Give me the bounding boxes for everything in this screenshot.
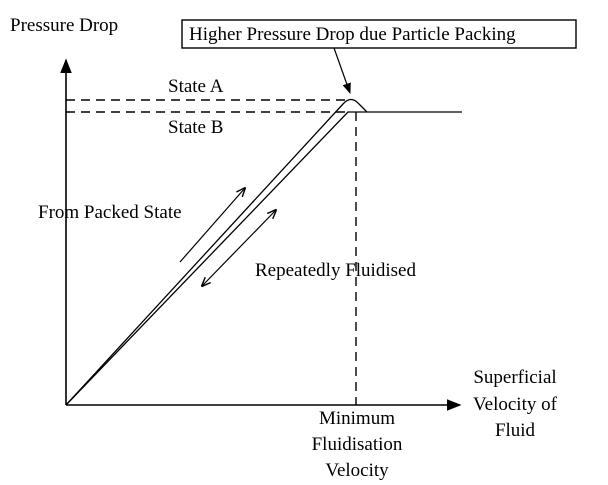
fluidised-curve xyxy=(65,111,367,406)
callout-box xyxy=(181,19,577,49)
x-axis-label-line3: Fluid xyxy=(495,420,536,441)
x-axis-label-line2: Velocity of xyxy=(473,394,558,415)
callout-pointer xyxy=(333,47,351,95)
repeatedly-fluidised-label: Repeatedly Fluidised xyxy=(255,260,416,281)
x-axis-label-line1: Superficial xyxy=(473,367,556,388)
min-fluidisation-label-line3: Velocity xyxy=(325,460,389,481)
min-fluidisation-label-line1: Minimum xyxy=(319,408,395,429)
min-fluidisation-label-line2: Fluidisation xyxy=(312,434,403,455)
state-a-label: State A xyxy=(168,76,224,97)
bidirectional-arrow xyxy=(202,210,276,286)
from-packed-label: From Packed State xyxy=(38,202,182,223)
callout-text: Higher Pressure Drop due Particle Packin… xyxy=(189,24,516,45)
y-axis-label: Pressure Drop xyxy=(10,15,118,36)
state-b-label: State B xyxy=(168,117,223,138)
packed-state-curve xyxy=(65,98,368,406)
up-arrow xyxy=(179,188,245,263)
